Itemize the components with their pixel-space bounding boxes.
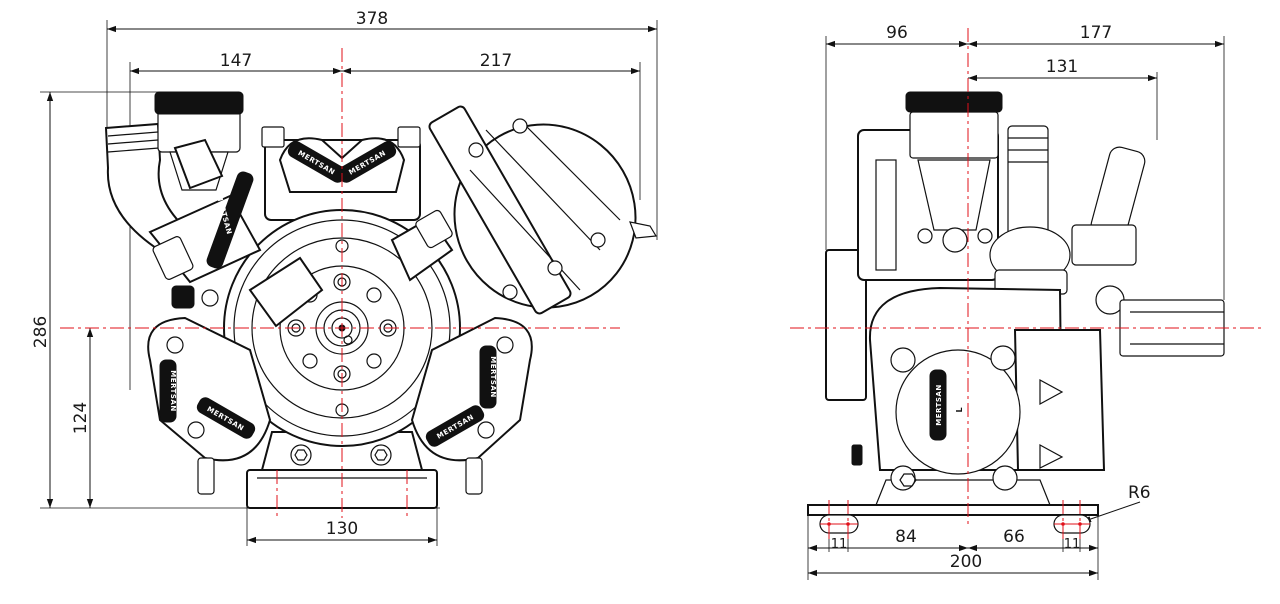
dim-text-177: 177: [1080, 23, 1112, 43]
side-hose-barb: [1007, 125, 1049, 237]
dim-text-200: 200: [950, 552, 982, 572]
svg-text:MERTSAN: MERTSAN: [489, 356, 497, 397]
dim-text-84: 84: [895, 527, 917, 547]
dim-leader-r6: [1081, 501, 1141, 523]
svg-text:MERTSAN: MERTSAN: [935, 384, 943, 425]
brand-plate-right-diagonal: [425, 405, 485, 447]
mount-bolt-left: [290, 444, 312, 466]
lower-left-head: MERTSAN MERTSAN: [147, 316, 272, 495]
dim-text-217: 217: [480, 51, 512, 71]
dim-text-124: 124: [71, 402, 91, 434]
dim-text-130: 130: [326, 519, 358, 539]
accumulator-flange: [428, 105, 572, 315]
side-base-plate: [807, 479, 1099, 534]
mount-bolt-right: [370, 444, 392, 466]
side-pump-body: MERTSAN L: [825, 91, 1225, 491]
dim-text-11-left: 11: [831, 537, 848, 552]
brand-plate-top-right: [337, 141, 397, 183]
dim-text-286: 286: [31, 316, 51, 348]
dim-text-r6: R6: [1128, 483, 1151, 503]
dim-text-96: 96: [886, 23, 908, 43]
valve-lever: [206, 171, 254, 269]
front-view: 378 147 217 286 124 88 130: [31, 9, 658, 546]
dim-text-11-right: 11: [1064, 537, 1081, 552]
side-mark-letter: L: [955, 407, 964, 412]
dim-text-378: 378: [356, 9, 388, 29]
accumulator: [428, 105, 658, 315]
side-shaft-flange: [825, 249, 867, 401]
dim-text-131: 131: [1046, 57, 1078, 77]
control-valve: MERTSAN: [171, 138, 254, 309]
filter-cap: [154, 91, 244, 115]
dim-text-66: 66: [1003, 527, 1025, 547]
outlet-fitting: [248, 209, 454, 328]
side-brand-plate: [929, 369, 947, 441]
base-rail: [807, 504, 1099, 516]
brand-plate-right-vertical: [479, 345, 497, 409]
brand-plate-left-vertical: [159, 359, 177, 423]
front-pump-body: MERTSAN MERTSAN: [104, 91, 658, 509]
svg-text:MERTSAN: MERTSAN: [169, 370, 177, 411]
brand-plate-left-diagonal: [196, 397, 256, 439]
dim-text-147: 147: [220, 51, 252, 71]
side-view: 96 177 131 84 66 200 11 11 R6: [790, 23, 1262, 580]
lower-right-head: MERTSAN MERTSAN: [410, 316, 533, 495]
side-filter-cap: [905, 91, 1003, 113]
